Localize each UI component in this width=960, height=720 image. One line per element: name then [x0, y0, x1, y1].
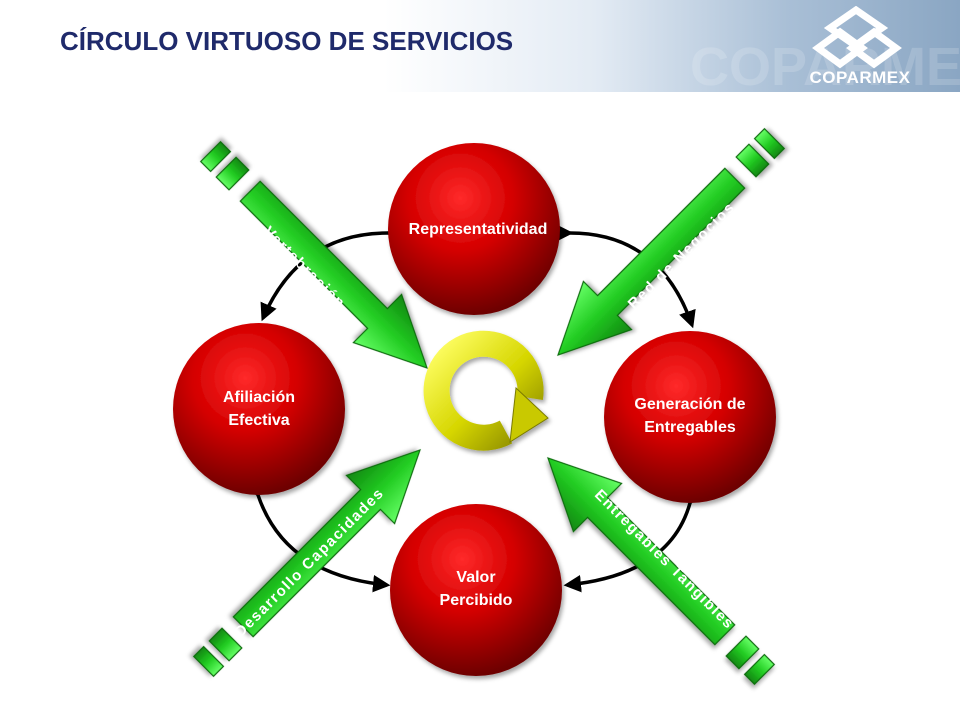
- node-label-representatividad: Representatividad: [409, 221, 548, 238]
- arrow-top-left: [199, 140, 428, 369]
- arrow-label-entregables-tangibles: Entregables Tangibles: [591, 486, 738, 633]
- slide-title: CÍRCULO VIRTUOSO DE SERVICIOS: [60, 26, 514, 56]
- node-representatividad: Representatividad: [388, 143, 560, 315]
- slide-header: CÍRCULO VIRTUOSO DE SERVICIOS COPARMEX C…: [0, 0, 960, 97]
- node-generacion-entregables: Generación de Entregables: [604, 331, 776, 503]
- node-label-valor: Valor: [456, 569, 495, 586]
- logo-text: COPARMEX: [809, 68, 911, 87]
- coparmex-logo-icon: [812, 5, 902, 69]
- node-label-percibido: Percibido: [440, 592, 513, 609]
- node-label-generacion-de: Generación de: [634, 396, 745, 413]
- coparmex-logo: COPARMEX: [800, 5, 920, 90]
- cycle-arrow-icon: [423, 330, 549, 451]
- arrow-top-right: [557, 127, 786, 356]
- node-label-efectiva: Efectiva: [228, 412, 289, 429]
- arrow-label-desarrollo-capacidades: Desarrollo Capacidades: [232, 485, 388, 641]
- node-afiliacion-efectiva: Afiliación Efectiva: [173, 323, 345, 495]
- arrow-bottom-right: [547, 457, 776, 686]
- node-label-afiliacion: Afiliación: [223, 389, 295, 406]
- node-valor-percibido: Valor Percibido: [390, 504, 562, 676]
- node-label-entregables: Entregables: [644, 419, 736, 436]
- arrow-bottom-left: [192, 449, 421, 678]
